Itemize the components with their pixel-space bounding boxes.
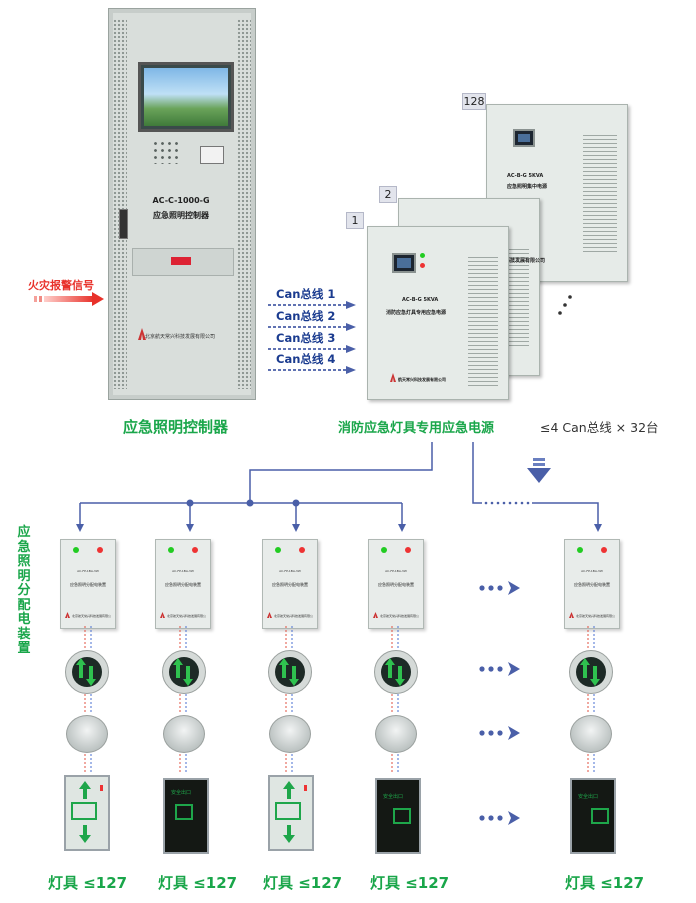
lamp-label-1: 灯具 ≤127	[48, 874, 128, 892]
controller-printer	[200, 146, 224, 164]
exit-sign-figures	[71, 781, 609, 843]
distribution-box-1: AC-FP-1BA-3W 应急照明分配电装置 北京航天常兴科技发展有限公司	[60, 539, 116, 629]
controller-model: AC-C-1000-G	[152, 196, 210, 205]
controller-name: 应急照明控制器	[153, 211, 209, 220]
can-bus-label-2: Can总线 2	[276, 309, 336, 323]
controller-keypad	[152, 140, 182, 164]
emergency-light-3	[269, 715, 311, 753]
psu-number-2: 2	[379, 186, 397, 203]
can-bus-label-3: Can总线 3	[276, 331, 336, 345]
distribution-box-3: AC-FP-1BA-3W 应急照明分配电装置 北京航天常兴科技发展有限公司	[262, 539, 318, 629]
distribution-box-name: 应急照明分配电装置	[165, 582, 201, 587]
exit-indicator-round-3	[268, 650, 312, 694]
exit-indicator-round-4	[374, 650, 418, 694]
distribution-box-model: AC-FP-1BA-3W	[279, 569, 301, 573]
power-supply-caption: 消防应急灯具专用应急电源	[338, 421, 495, 436]
distribution-box-company: 北京航天常兴科技发展有限公司	[167, 614, 206, 618]
exit-indicator-round-2	[162, 650, 206, 694]
emergency-light-n	[570, 715, 612, 753]
can-bus-label-4: Can总线 4	[276, 352, 336, 366]
distribution-box-name: 应急照明分配电装置	[574, 582, 610, 587]
psu-1-company: 航天常兴科技发展有限公司	[398, 377, 446, 382]
distribution-box-model: AC-FP-1BA-3W	[385, 569, 407, 573]
distribution-box-name: 应急照明分配电装置	[378, 582, 414, 587]
psu-128-model: AC-B-G 5KVA	[507, 173, 544, 179]
can-bus-arrows	[268, 301, 356, 374]
distribution-box-company: 北京航天常兴科技发展有限公司	[72, 614, 111, 618]
psu-2-company: 科技发展有限公司	[505, 258, 546, 264]
psu-1-model: AC-B-G 5KVA	[402, 297, 439, 303]
lamp-label-2: 灯具 ≤127	[158, 874, 238, 892]
psu-number-128: 128	[462, 93, 486, 110]
distribution-box-n: AC-FP-1BA-3W 应急照明分配电装置 北京航天常兴科技发展有限公司	[564, 539, 620, 629]
distribution-box-company: 北京航天常兴科技发展有限公司	[274, 614, 313, 618]
psu-128-name: 应急照明集中电源	[507, 184, 548, 190]
device-wires	[84, 626, 595, 774]
capacity-note: ≤4 Can总线 × 32台	[540, 420, 659, 435]
power-supply-1: AC-B-G 5KVA 消防应急灯具专用应急电源 航天常兴科技发展有限公司	[367, 226, 509, 400]
exit-arrows-icons	[76, 658, 600, 686]
lamp-label-3: 灯具 ≤127	[263, 874, 343, 892]
lamp-label-n: 灯具 ≤127	[565, 874, 645, 892]
emergency-light-1	[66, 715, 108, 753]
distribution-box-model: AC-FP-1BA-3W	[77, 569, 99, 573]
exit-indicator-round-n	[569, 650, 613, 694]
psu-number-1: 1	[346, 212, 364, 229]
distribution-box-name: 应急照明分配电装置	[272, 582, 308, 587]
can-bus-label-1: Can总线 1	[276, 287, 336, 301]
company-logo	[138, 328, 146, 340]
distribution-box-company: 北京航天常兴科技发展有限公司	[380, 614, 419, 618]
fire-alarm-label: 火灾报警信号	[28, 279, 94, 292]
psu-1-name: 消防应急灯具专用应急电源	[386, 310, 447, 316]
controller-panel	[132, 248, 234, 276]
lamp-label-4: 灯具 ≤127	[370, 874, 450, 892]
distribution-box-model: AC-FP-1BA-3W	[581, 569, 603, 573]
distribution-lines	[76, 442, 602, 532]
exit-sign-2-text: 安全出口	[171, 790, 192, 796]
distribution-side-label: 应急照明分配电装置	[17, 525, 31, 656]
emergency-light-2	[163, 715, 205, 753]
emergency-light-4	[375, 715, 417, 753]
psu-more-dots	[558, 295, 572, 315]
exit-sign-4	[375, 778, 421, 854]
exit-sign-n-text: 安全出口	[578, 794, 599, 800]
distribution-box-2: AC-FP-1BA-3W 应急照明分配电装置 北京航天常兴科技发展有限公司	[155, 539, 211, 629]
distribution-box-company: 北京航天常兴科技发展有限公司	[576, 614, 615, 618]
controller-caption: 应急照明控制器	[123, 418, 229, 436]
controller-screen	[138, 62, 234, 132]
controller-company: 北京航天常兴科技发展有限公司	[145, 334, 216, 340]
distribution-box-model: AC-FP-1BA-3W	[172, 569, 194, 573]
distribution-box-name: 应急照明分配电装置	[70, 582, 106, 587]
fire-alarm-arrow	[34, 292, 104, 306]
more-arrows	[479, 581, 520, 825]
exit-sign-4-text: 安全出口	[383, 794, 404, 800]
exit-indicator-round-1	[65, 650, 109, 694]
exit-sign-2	[163, 778, 209, 854]
distribution-box-4: AC-FP-1BA-3W 应急照明分配电装置 北京航天常兴科技发展有限公司	[368, 539, 424, 629]
